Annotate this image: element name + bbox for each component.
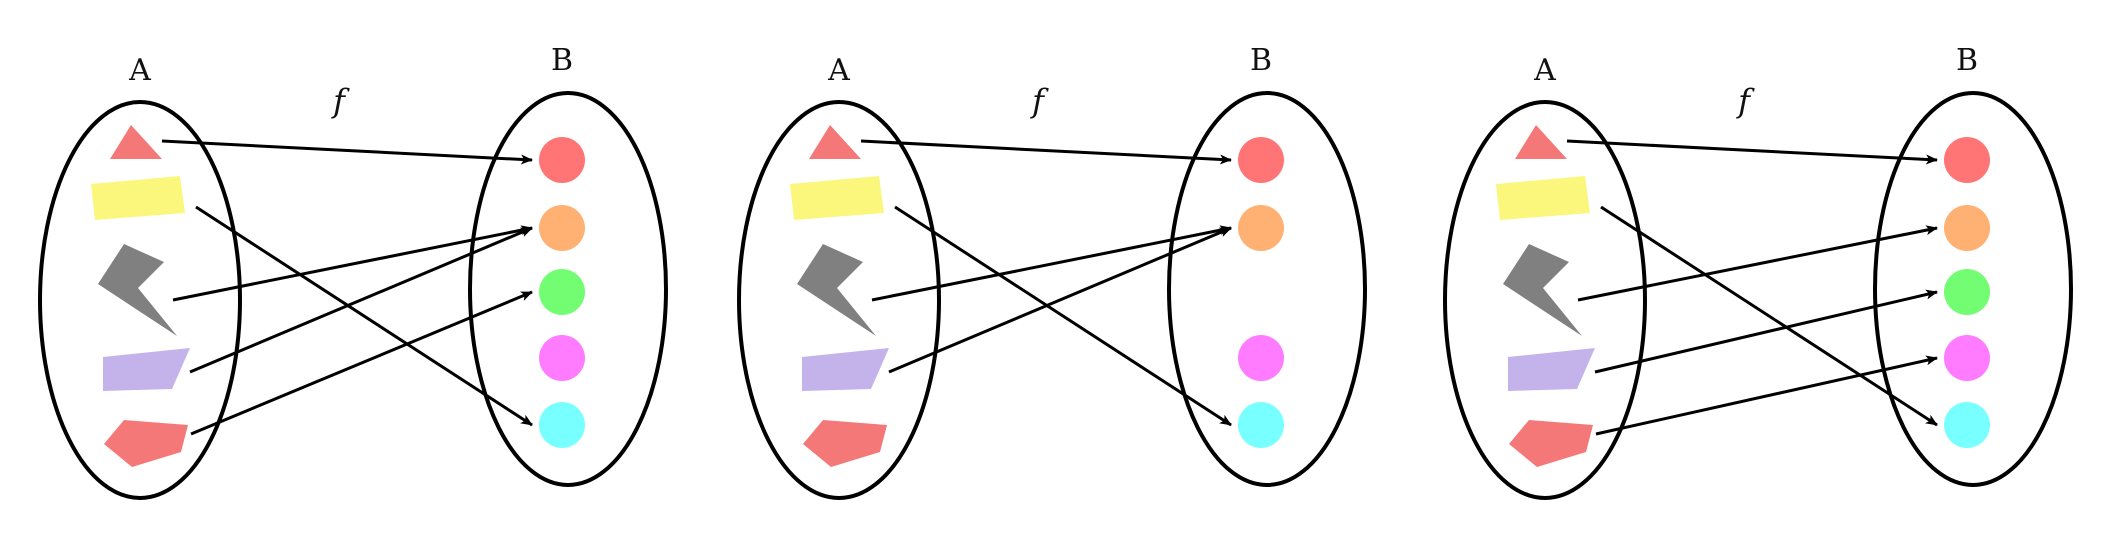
function-label: f [1030, 82, 1049, 120]
set-a-ellipse [737, 100, 941, 500]
mapping-arrow [871, 225, 1232, 302]
pentagon-element [104, 420, 188, 467]
rectangle-element [1496, 176, 1590, 220]
panel-2: A Bf [737, 43, 1367, 500]
codomain-dot-1 [1238, 137, 1284, 183]
set-a-label: A [827, 53, 850, 88]
triangle-element [110, 125, 162, 159]
codomain-dot-3 [539, 269, 585, 315]
function-label: f [1736, 82, 1755, 120]
mapping-arrow [1594, 289, 1938, 374]
set-b-label: B [1956, 43, 1978, 78]
codomain-dot-2 [1944, 205, 1990, 251]
codomain-dot-5 [539, 402, 585, 448]
codomain-dot-4 [539, 335, 585, 381]
codomain-dot-1 [539, 137, 585, 183]
set-b-ellipse [1873, 91, 2073, 487]
mapping-arrow [195, 205, 533, 427]
set-a-label: A [1533, 53, 1556, 88]
mapping-arrow [1577, 225, 1938, 302]
mapping-arrow [1566, 139, 1938, 165]
triangle-element [809, 125, 861, 159]
function-label: f [331, 82, 350, 120]
mapping-arrow [888, 226, 1232, 374]
mapping-arrow [190, 290, 533, 436]
codomain-dot-5 [1944, 402, 1990, 448]
codomain-dot-3 [1944, 269, 1990, 315]
mapping-arrow [189, 226, 533, 374]
codomain-dot-1 [1944, 137, 1990, 183]
mapping-arrow [1600, 205, 1938, 427]
quad-element [802, 348, 889, 391]
mapping-arrow [172, 225, 533, 302]
codomain-dot-2 [539, 205, 585, 251]
set-a-ellipse [1443, 100, 1647, 500]
mapping-arrow [161, 139, 533, 165]
set-a-ellipse [38, 100, 242, 500]
quad-element [103, 348, 190, 391]
codomain-dot-4 [1238, 335, 1284, 381]
quad-element [1508, 348, 1595, 391]
pentagon-element [1509, 420, 1593, 467]
chevron-element [797, 244, 876, 336]
chevron-element [98, 244, 177, 336]
rectangle-element [790, 176, 884, 220]
set-b-label: B [551, 43, 573, 78]
set-b-ellipse [1167, 91, 1367, 487]
mapping-arrow [894, 205, 1232, 427]
codomain-dot-5 [1238, 402, 1284, 448]
triangle-element [1515, 125, 1567, 159]
set-a-label: A [128, 53, 151, 88]
panel-1: A Bf [38, 43, 668, 500]
mapping-arrow [860, 139, 1232, 165]
codomain-dot-4 [1944, 335, 1990, 381]
rectangle-element [91, 176, 185, 220]
chevron-element [1503, 244, 1582, 336]
panel-3: A Bf [1443, 43, 2073, 500]
mapping-arrow [1595, 355, 1938, 436]
set-b-label: B [1250, 43, 1272, 78]
set-b-ellipse [468, 91, 668, 487]
pentagon-element [803, 420, 887, 467]
codomain-dot-2 [1238, 205, 1284, 251]
